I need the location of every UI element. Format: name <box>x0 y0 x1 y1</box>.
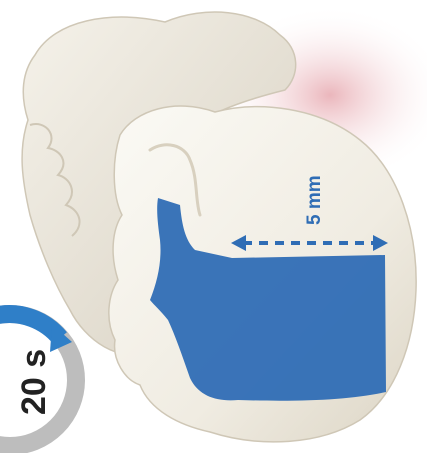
timer-label: 20 s <box>15 349 53 415</box>
measurement-label: 5 mm <box>304 175 325 225</box>
